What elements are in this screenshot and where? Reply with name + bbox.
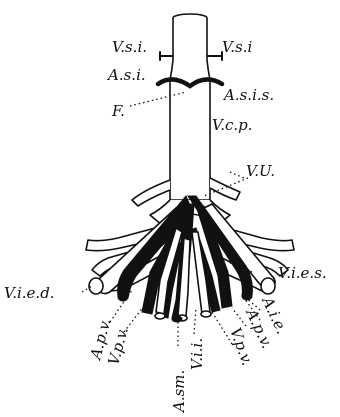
left-small-branch bbox=[132, 180, 170, 206]
label-f: F. bbox=[111, 102, 125, 120]
label-vies: V.i.e.s. bbox=[278, 264, 327, 282]
left-artery-end bbox=[118, 293, 128, 301]
mid-artery-end bbox=[172, 316, 182, 322]
label-vsi-left: V.s.i. bbox=[112, 38, 147, 56]
lower-labels: A.p.v. V.p.v. A.sm. V.i.i. V.p.v. A.p.v.… bbox=[86, 292, 291, 414]
label-vcp: V.c.p. bbox=[212, 116, 253, 134]
label-asm: A.sm. bbox=[170, 370, 188, 414]
label-vii: V.i.i. bbox=[188, 338, 206, 370]
label-vu: V.U. bbox=[246, 162, 275, 180]
right-artery-end bbox=[242, 292, 252, 300]
right-small-branch bbox=[210, 178, 240, 200]
label-asis-right: A.s.i.s. bbox=[222, 86, 274, 104]
left-vein-opening bbox=[89, 278, 103, 294]
right-vein-opening bbox=[261, 278, 275, 294]
label-vsi-right: V.s.i bbox=[222, 38, 252, 56]
label-vied: V.i.e.d. bbox=[4, 284, 55, 302]
label-asi-left: A.s.i. bbox=[106, 66, 146, 84]
